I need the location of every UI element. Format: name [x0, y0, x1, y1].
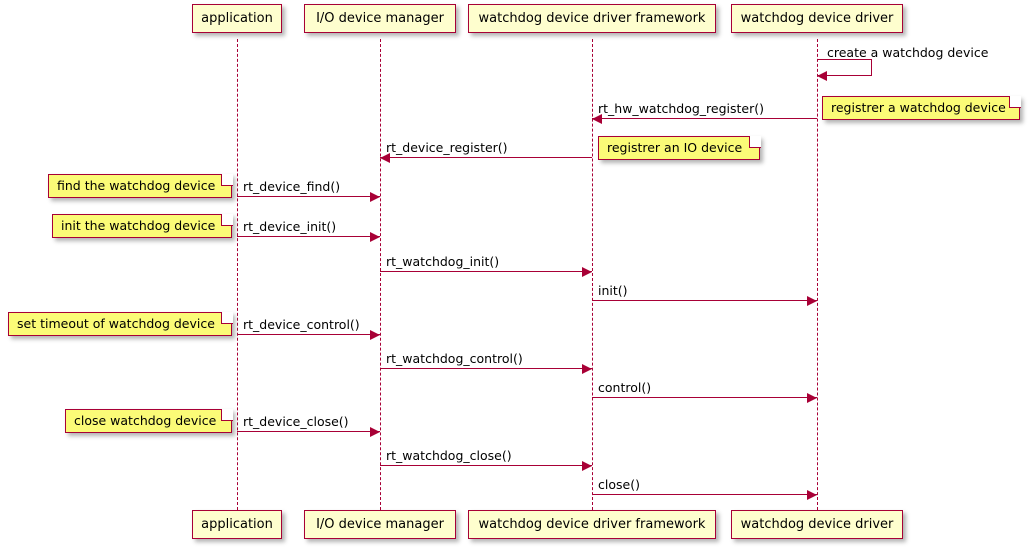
note-n2[interactable]: registrer an IO device — [598, 135, 761, 160]
message-label-m6: rt_watchdog_init() — [386, 254, 500, 269]
lifeline-io-device-manager — [380, 39, 381, 510]
arrowhead-m9 — [582, 363, 592, 374]
message-label-m3: rt_device_register() — [386, 140, 508, 155]
message-label-m2: rt_hw_watchdog_register() — [598, 101, 764, 116]
note-label: find the watchdog device — [57, 177, 216, 193]
participant-watchdog-framework-bottom[interactable]: watchdog device driver framework — [468, 510, 716, 539]
participant-watchdog-driver-top[interactable]: watchdog device driver — [731, 4, 903, 33]
lifeline-watchdog-driver — [817, 39, 818, 510]
message-line-m12 — [380, 465, 592, 466]
message-label-m13: close() — [598, 477, 640, 492]
participant-application-top[interactable]: application — [192, 4, 282, 33]
message-line-m10 — [592, 397, 817, 398]
note-n4[interactable]: init the watchdog device — [52, 213, 233, 238]
participant-watchdog-driver-bottom[interactable]: watchdog device driver — [731, 510, 903, 539]
note-fold-corner-icon — [220, 408, 233, 421]
note-fold-corner-icon — [220, 213, 233, 226]
participant-label: watchdog device driver framework — [478, 517, 706, 532]
participant-label: watchdog device driver — [740, 11, 894, 26]
message-label-m1: create a watchdog device — [827, 45, 989, 60]
participant-label: application — [201, 11, 273, 26]
message-label-m8: rt_device_control() — [243, 317, 360, 332]
note-label: registrer a watchdog device — [831, 99, 1006, 115]
arrowhead-m7 — [807, 295, 817, 306]
arrowhead-m10 — [807, 392, 817, 403]
participant-application-bottom[interactable]: application — [192, 510, 282, 539]
arrowhead-m4 — [370, 191, 380, 202]
message-label-m7: init() — [598, 283, 628, 298]
note-fold-corner-icon — [1008, 95, 1021, 108]
self-message-loop-m1 — [817, 59, 872, 76]
arrowhead-m6 — [582, 266, 592, 277]
arrowhead-m11 — [370, 426, 380, 437]
note-n6[interactable]: close watchdog device — [65, 408, 233, 433]
message-line-m4 — [237, 196, 380, 197]
arrowhead-m12 — [582, 460, 592, 471]
arrowhead-m5 — [370, 231, 380, 242]
participant-label: application — [201, 517, 273, 532]
message-line-m3 — [380, 157, 592, 158]
message-label-m10: control() — [598, 380, 652, 395]
message-line-m8 — [237, 334, 380, 335]
participant-label: I/O device manager — [316, 11, 444, 26]
note-n1[interactable]: registrer a watchdog device — [822, 95, 1021, 120]
message-label-m4: rt_device_find() — [243, 179, 341, 194]
note-n3[interactable]: find the watchdog device — [48, 173, 233, 198]
arrowhead-m3 — [380, 152, 390, 163]
participant-label: I/O device manager — [316, 517, 444, 532]
arrowhead-m8 — [370, 329, 380, 340]
message-label-m5: rt_device_init() — [243, 219, 337, 234]
message-line-m5 — [237, 236, 380, 237]
participant-label: watchdog device driver framework — [478, 11, 706, 26]
message-line-m2 — [592, 118, 817, 119]
message-label-m9: rt_watchdog_control() — [386, 351, 523, 366]
message-line-m7 — [592, 300, 817, 301]
note-fold-corner-icon — [748, 135, 761, 148]
note-label: registrer an IO device — [607, 139, 743, 155]
note-fold-corner-icon — [220, 173, 233, 186]
note-label: close watchdog device — [74, 412, 217, 428]
message-label-m12: rt_watchdog_close() — [386, 448, 512, 463]
message-line-m11 — [237, 431, 380, 432]
arrowhead-m1 — [817, 71, 827, 81]
lifeline-watchdog-framework — [592, 39, 593, 510]
message-line-m9 — [380, 368, 592, 369]
note-label: init the watchdog device — [61, 217, 216, 233]
message-line-m6 — [380, 271, 592, 272]
participant-label: watchdog device driver — [740, 517, 894, 532]
message-label-m11: rt_device_close() — [243, 414, 349, 429]
note-fold-corner-icon — [220, 311, 233, 324]
participant-io-device-manager-top[interactable]: I/O device manager — [304, 4, 456, 33]
participant-watchdog-framework-top[interactable]: watchdog device driver framework — [468, 4, 716, 33]
participant-io-device-manager-bottom[interactable]: I/O device manager — [304, 510, 456, 539]
arrowhead-m13 — [807, 489, 817, 500]
arrowhead-m2 — [592, 113, 602, 124]
note-label: set timeout of watchdog device — [17, 315, 215, 331]
note-n5[interactable]: set timeout of watchdog device — [8, 311, 233, 336]
lifeline-application — [237, 39, 238, 510]
message-line-m13 — [592, 494, 817, 495]
